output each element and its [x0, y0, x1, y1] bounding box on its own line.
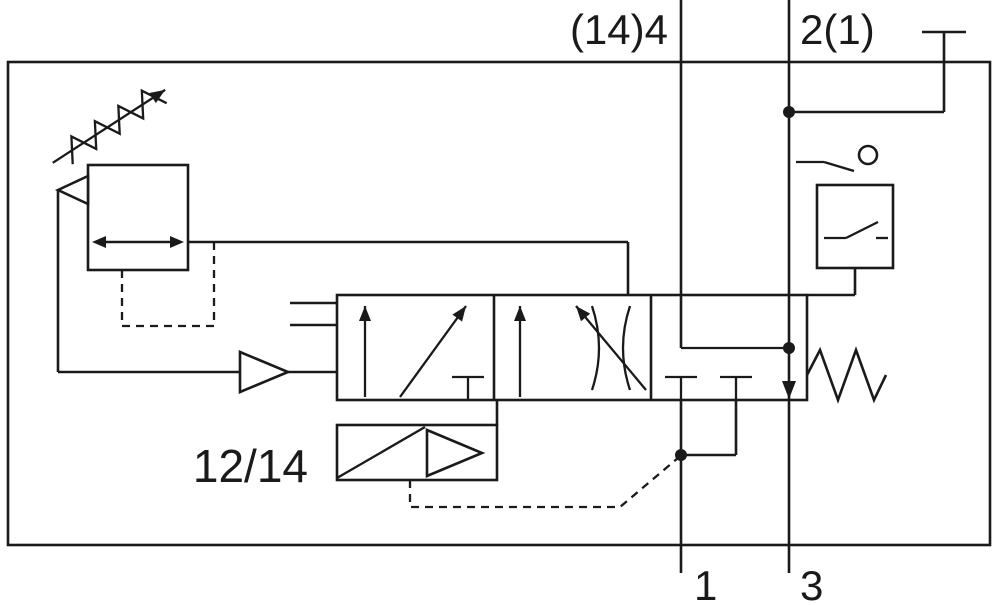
vent-triangle-icon	[54, 173, 90, 207]
adjustable-spring-icon	[52, 88, 168, 165]
exhaust-branch	[783, 30, 966, 118]
port-label-2-1: 2(1)	[800, 6, 875, 53]
throttle-adjust-arrow-icon	[575, 305, 647, 391]
arrow-left-icon	[92, 236, 106, 248]
junction-dot	[783, 106, 795, 118]
amplifier-triangle-icon	[238, 350, 292, 394]
electrical-switch	[796, 144, 895, 297]
return-spring-icon	[805, 346, 888, 404]
throttle-arc-icon	[621, 305, 632, 391]
port1-junction	[675, 400, 738, 461]
pilot-feedback-line	[120, 242, 216, 328]
switch-box	[815, 183, 895, 270]
main-valve-body	[335, 293, 809, 402]
flow-down-arrow-icon	[782, 381, 796, 399]
enclosure-border	[6, 60, 992, 547]
solenoid-pilot-valve	[335, 400, 679, 509]
port-label-1: 1	[694, 562, 717, 605]
actuator-roller-icon	[796, 144, 879, 173]
regulator-output-line	[188, 240, 630, 295]
pilot-amplifier-icon	[425, 428, 486, 478]
junction-dot	[783, 342, 795, 354]
pilot-control-line	[408, 457, 679, 509]
port-label-3: 3	[800, 562, 823, 605]
port-label-14-4: (14)4	[570, 6, 668, 53]
solenoid-coil-icon	[336, 426, 426, 479]
valve-section-2	[514, 305, 647, 397]
valve-section-1	[359, 305, 484, 400]
pilot-label-12-14: 12/14	[193, 440, 308, 492]
pressure-regulator	[52, 88, 216, 328]
supply-line	[56, 190, 337, 394]
valve-section-3	[665, 342, 796, 400]
arrow-right-icon	[170, 236, 184, 248]
junction-dot	[675, 449, 687, 461]
regulator-body	[86, 163, 190, 272]
throttle-arc-icon	[590, 305, 601, 391]
